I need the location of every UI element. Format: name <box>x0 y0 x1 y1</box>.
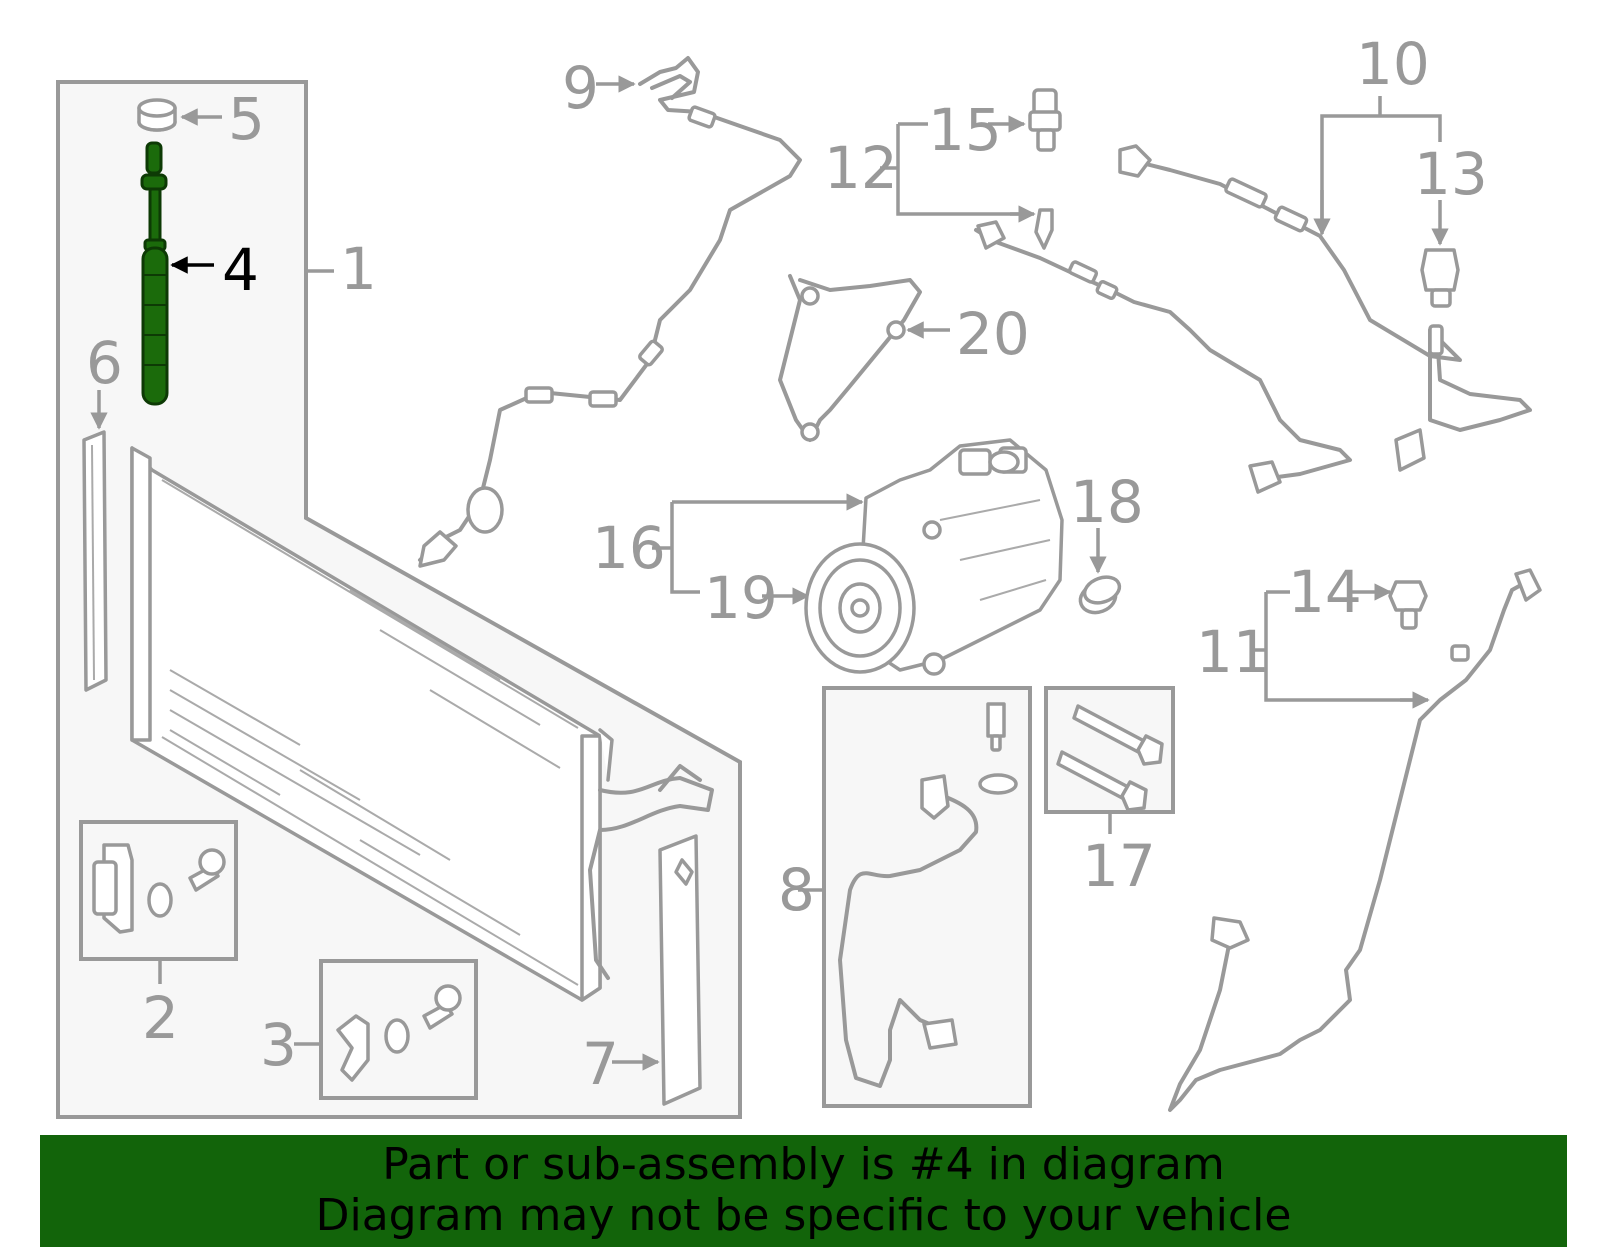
callout-14: 14 <box>1288 558 1362 626</box>
callout-18: 18 <box>1070 468 1144 536</box>
pressure-switch <box>1028 88 1062 152</box>
callout-15: 15 <box>928 96 1002 164</box>
condenser-core <box>130 446 714 1002</box>
compressor-seal <box>1078 575 1122 615</box>
callout-16: 16 <box>592 514 666 582</box>
receiver-dryer-cartridge <box>140 141 169 406</box>
ac-line-12 <box>974 208 1352 494</box>
bracket-20 <box>778 274 922 442</box>
callout-17: 17 <box>1082 832 1156 900</box>
banner-line-2: Diagram may not be specific to your vehi… <box>315 1190 1292 1241</box>
cap-plug <box>137 98 177 132</box>
callout-11: 11 <box>1196 618 1270 686</box>
side-seal-left <box>82 430 108 692</box>
callout-10: 10 <box>1356 30 1430 98</box>
info-banner: Part or sub-assembly is #4 in diagram Di… <box>40 1135 1567 1247</box>
side-seal-right <box>658 834 702 1106</box>
bracket-kit-3 <box>319 959 478 1100</box>
callout-1: 1 <box>340 235 377 303</box>
ac-line-9 <box>418 56 802 568</box>
callout-4: 4 <box>222 236 259 304</box>
ac-compressor <box>804 438 1064 676</box>
bracket-kit-2 <box>79 820 238 961</box>
callout-2: 2 <box>142 984 179 1052</box>
callout-12: 12 <box>824 134 898 202</box>
service-valve <box>1420 248 1460 308</box>
callout-5: 5 <box>228 85 265 153</box>
ac-line-11 <box>1168 568 1542 1112</box>
callout-3: 3 <box>260 1011 297 1079</box>
callout-13: 13 <box>1414 140 1488 208</box>
callout-6: 6 <box>86 329 123 397</box>
callout-20: 20 <box>956 300 1030 368</box>
banner-line-1: Part or sub-assembly is #4 in diagram <box>382 1139 1225 1190</box>
bolt-kit-17 <box>1044 686 1175 814</box>
callout-19: 19 <box>704 564 778 632</box>
hose-kit-8 <box>822 686 1032 1108</box>
ac-line-10 <box>1118 144 1532 472</box>
fitting-14 <box>1388 580 1428 630</box>
callout-8: 8 <box>778 856 815 924</box>
callout-9: 9 <box>562 54 599 122</box>
callout-7: 7 <box>582 1030 619 1098</box>
